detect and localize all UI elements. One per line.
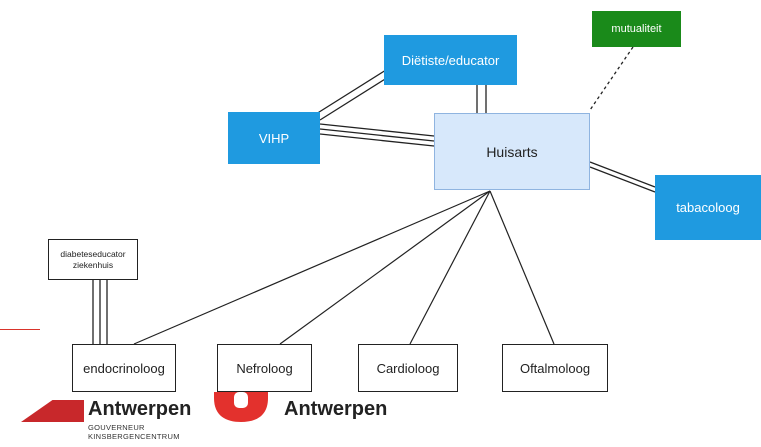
oftalmoloog-node: Oftalmoloog bbox=[502, 344, 608, 392]
edge-mutualiteit-huisarts bbox=[589, 46, 634, 111]
oftalmoloog-label: Oftalmoloog bbox=[519, 360, 591, 376]
edge-huisarts-oftalmoloog bbox=[489, 190, 555, 345]
red-wedge-icon bbox=[21, 400, 84, 422]
huisarts-node: Huisarts bbox=[434, 113, 590, 190]
tabacoloog-label: tabacoloog bbox=[676, 200, 740, 215]
vihp-label: VIHP bbox=[258, 130, 290, 146]
huisarts-label: Huisarts bbox=[486, 143, 538, 160]
diabetes-label-line2: ziekenhuis bbox=[72, 259, 114, 270]
edge-vihp-huisarts bbox=[319, 123, 435, 147]
dietiste-label: Diëtiste/educator bbox=[401, 52, 500, 68]
cardioloog-label: Cardioloog bbox=[376, 360, 440, 376]
mutualiteit-label: mutualiteit bbox=[611, 23, 662, 35]
mutualiteit-node: mutualiteit bbox=[592, 11, 681, 47]
provincie-antwerpen-logo: Antwerpen bbox=[210, 392, 410, 447]
red-cup-icon bbox=[214, 392, 268, 422]
edge-huisarts-nefroloog bbox=[279, 190, 491, 345]
cardioloog-node: Cardioloog bbox=[358, 344, 458, 392]
edge-dietiste-huisarts bbox=[476, 85, 487, 113]
red-divider bbox=[0, 329, 40, 330]
left-logo-brand: Antwerpen bbox=[88, 398, 192, 420]
nefroloog-label: Nefroloog bbox=[236, 360, 293, 376]
left-logo-sub1: GOUVERNEUR bbox=[88, 423, 145, 432]
endocrinoloog-label: endocrinoloog bbox=[83, 360, 165, 376]
gouverneur-kinsbergencentrum-logo: Antwerpen GOUVERNEUR KINSBERGENCENTRUM bbox=[14, 392, 204, 447]
vihp-node: VIHP bbox=[228, 112, 320, 164]
edge-huisarts-tabacoloog bbox=[589, 161, 656, 193]
dietiste-educator-node: Diëtiste/educator bbox=[384, 35, 517, 85]
edge-huisarts-cardioloog bbox=[409, 190, 491, 345]
diabeteseducator-node: diabeteseducator ziekenhuis bbox=[48, 239, 138, 280]
endocrinoloog-node: endocrinoloog bbox=[72, 344, 176, 392]
diabetes-label-line1: diabeteseducator bbox=[60, 248, 126, 259]
tabacoloog-node: tabacoloog bbox=[655, 175, 761, 240]
edge-diabetes-endocrinoloog bbox=[92, 280, 108, 344]
edge-vihp-dietiste bbox=[315, 69, 391, 121]
nefroloog-node: Nefroloog bbox=[217, 344, 312, 392]
edge-huisarts-endocrinoloog bbox=[133, 190, 491, 345]
right-logo-brand: Antwerpen bbox=[284, 398, 388, 420]
left-logo-sub2: KINSBERGENCENTRUM bbox=[88, 432, 180, 441]
